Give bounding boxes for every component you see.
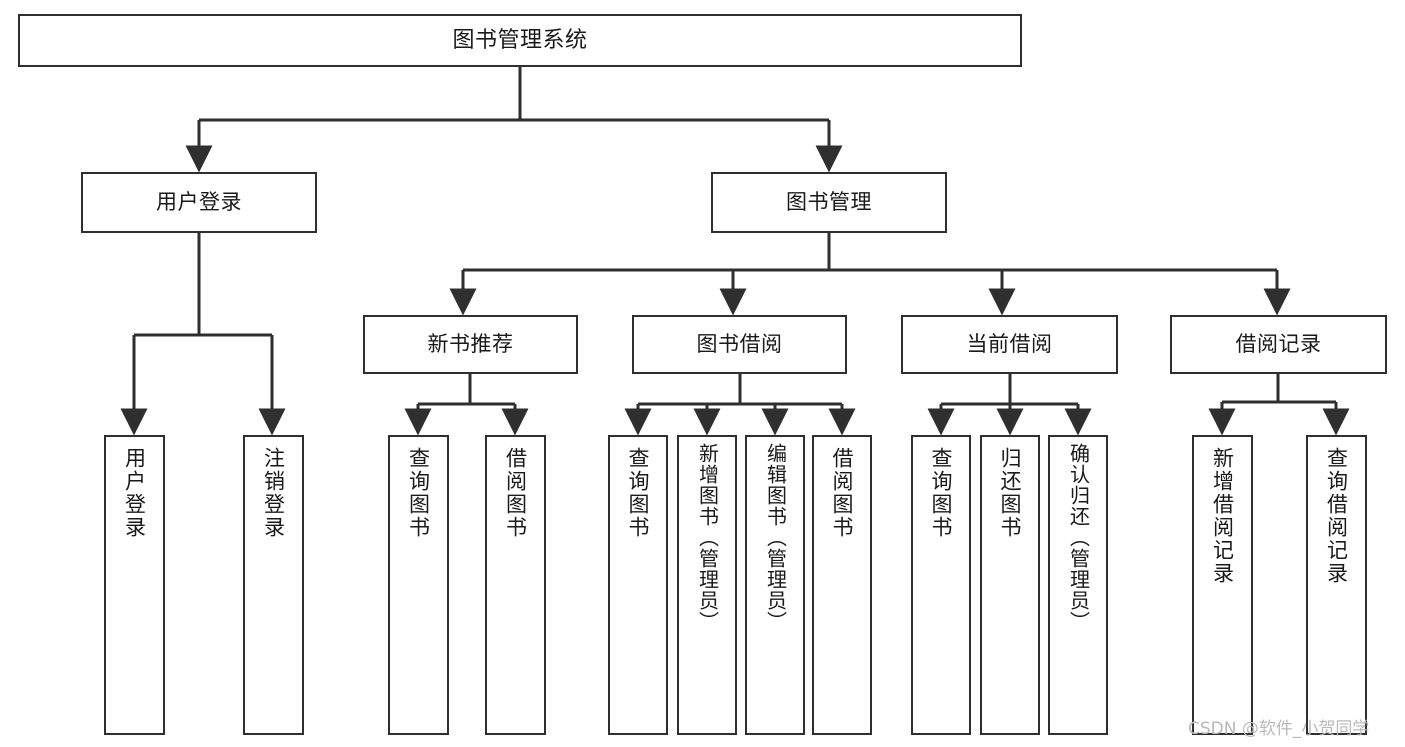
node-label: 编辑图书（管理员） bbox=[763, 443, 788, 632]
node-label: 查询图书 bbox=[406, 447, 431, 539]
node-label: 借阅记录 bbox=[1235, 332, 1322, 357]
leaf-book-edit-admin[interactable]: 编辑图书（管理员） bbox=[745, 435, 805, 735]
node-root-system[interactable]: 图书管理系统 bbox=[18, 14, 1022, 67]
node-label: 新增借阅记录 bbox=[1210, 447, 1235, 585]
node-label: 查询图书 bbox=[929, 447, 954, 539]
node-label: 新增图书（管理员） bbox=[695, 443, 720, 632]
node-new-book-recommend[interactable]: 新书推荐 bbox=[363, 315, 578, 374]
node-label: 图书管理系统 bbox=[452, 27, 588, 53]
leaf-record-add[interactable]: 新增借阅记录 bbox=[1192, 435, 1253, 735]
leaf-book-add-admin[interactable]: 新增图书（管理员） bbox=[677, 435, 737, 735]
node-label: 借阅图书 bbox=[830, 447, 855, 539]
node-label: 归还图书 bbox=[998, 447, 1023, 539]
leaf-book-borrow-query[interactable]: 查询图书 bbox=[608, 435, 668, 735]
leaf-user-login[interactable]: 用户登录 bbox=[104, 435, 165, 735]
leaf-record-query[interactable]: 查询借阅记录 bbox=[1306, 435, 1367, 735]
node-book-management[interactable]: 图书管理 bbox=[711, 172, 947, 233]
node-label: 新书推荐 bbox=[427, 332, 514, 357]
node-label: 当前借阅 bbox=[966, 332, 1053, 357]
node-current-borrow[interactable]: 当前借阅 bbox=[901, 315, 1118, 374]
leaf-new-book-query[interactable]: 查询图书 bbox=[388, 435, 449, 735]
node-label: 用户登录 bbox=[122, 447, 147, 539]
node-book-borrow[interactable]: 图书借阅 bbox=[632, 315, 847, 374]
watermark-text: CSDN @软件_小贺同学 bbox=[1188, 719, 1370, 739]
leaf-confirm-return-admin[interactable]: 确认归还（管理员） bbox=[1048, 435, 1108, 735]
node-label: 注销登录 bbox=[261, 447, 286, 539]
leaf-book-borrow-action[interactable]: 借阅图书 bbox=[812, 435, 872, 735]
node-label: 图书管理 bbox=[786, 190, 872, 215]
leaf-current-return[interactable]: 归还图书 bbox=[980, 435, 1040, 735]
node-label: 查询借阅记录 bbox=[1324, 447, 1349, 585]
node-label: 查询图书 bbox=[626, 447, 651, 539]
node-borrow-record[interactable]: 借阅记录 bbox=[1170, 315, 1387, 374]
node-label: 确认归还（管理员） bbox=[1066, 443, 1091, 632]
node-label: 图书借阅 bbox=[696, 332, 783, 357]
node-user-login[interactable]: 用户登录 bbox=[81, 172, 317, 233]
leaf-logout[interactable]: 注销登录 bbox=[243, 435, 304, 735]
leaf-current-query[interactable]: 查询图书 bbox=[911, 435, 971, 735]
leaf-new-book-borrow[interactable]: 借阅图书 bbox=[485, 435, 546, 735]
node-label: 借阅图书 bbox=[503, 447, 528, 539]
node-label: 用户登录 bbox=[156, 190, 242, 215]
